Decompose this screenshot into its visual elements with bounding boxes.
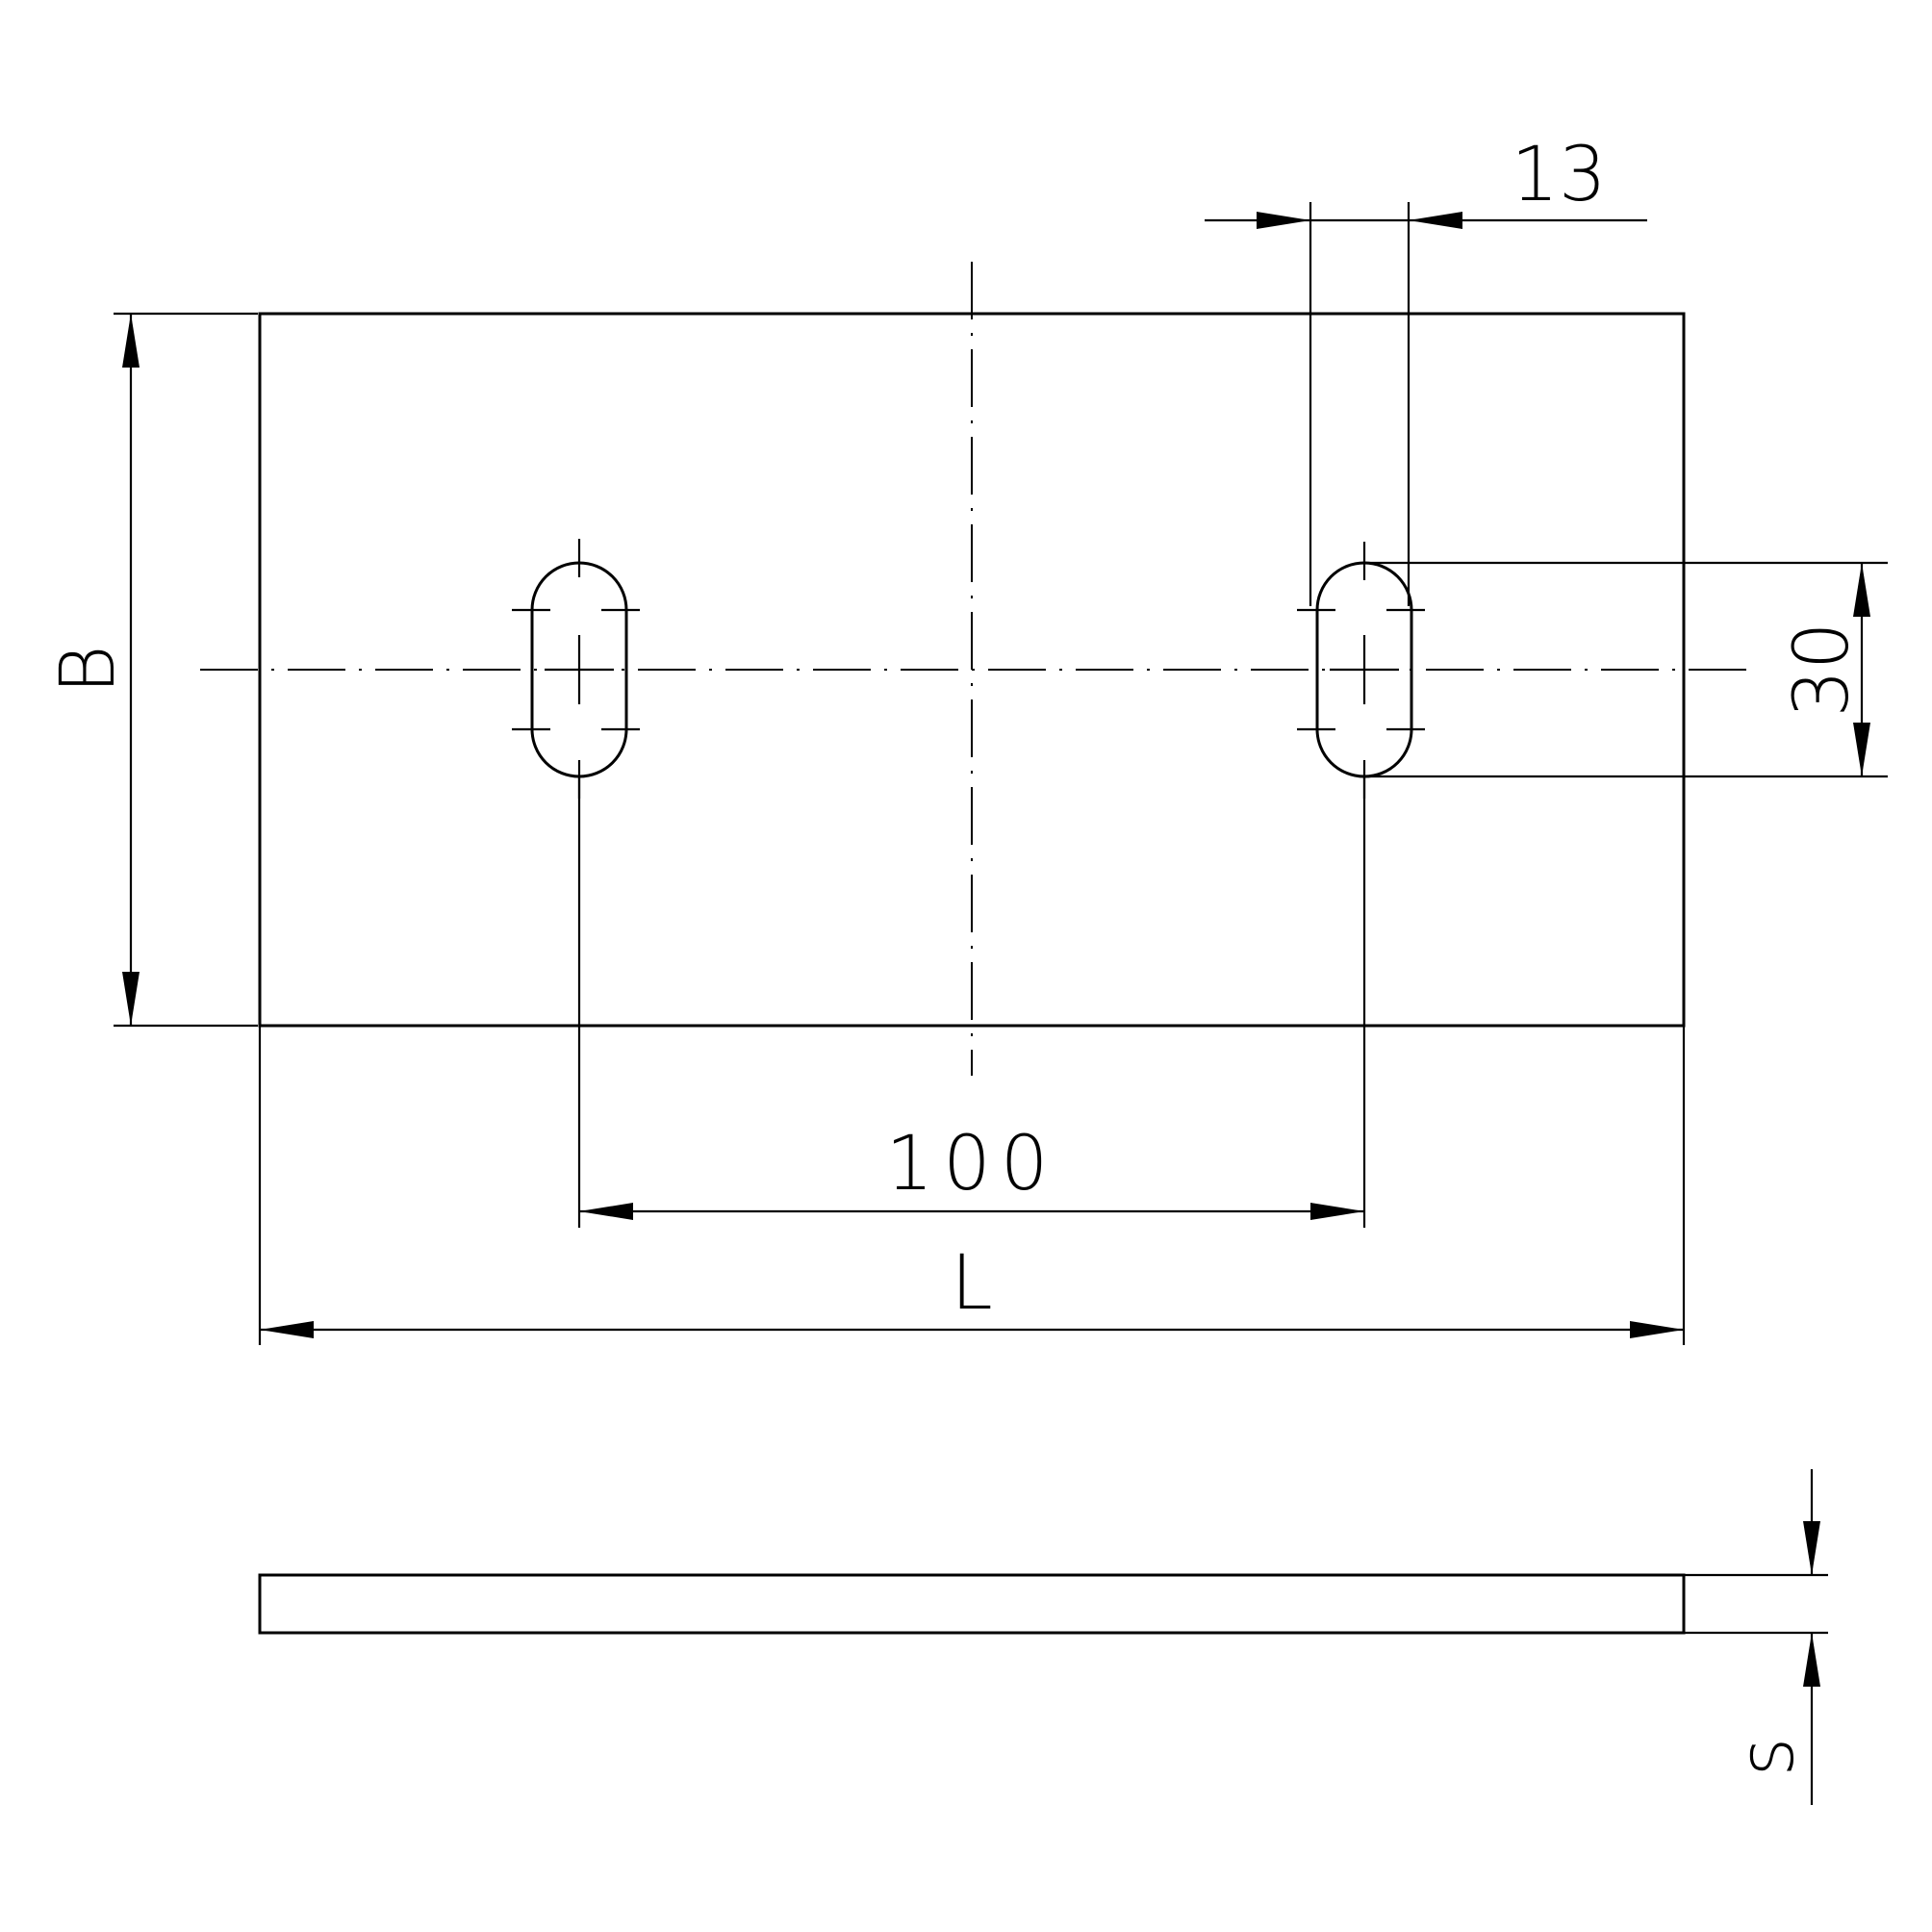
plate-side-outline [258,1573,1686,1635]
label-s: s [1724,1738,1811,1777]
dimension-slot-width: 13 [1205,132,1647,606]
top-view: 13 30 B 100 [45,132,1888,1345]
side-view: s [258,1469,1828,1805]
label-30: 30 [1779,622,1866,717]
dimension-width-B: B [45,312,258,1028]
label-B: B [45,645,132,694]
right-slot [1297,542,1425,799]
label-100: 100 [886,1121,1058,1208]
left-slot [512,539,640,799]
label-L: L [951,1240,992,1327]
dimension-slot-spacing: 100 [577,776,1366,1228]
dimension-thickness-s: s [1684,1469,1828,1805]
dimension-length-L: L [258,1026,1686,1345]
dimension-slot-length: 30 [1364,561,1888,778]
label-13: 13 [1511,132,1606,218]
